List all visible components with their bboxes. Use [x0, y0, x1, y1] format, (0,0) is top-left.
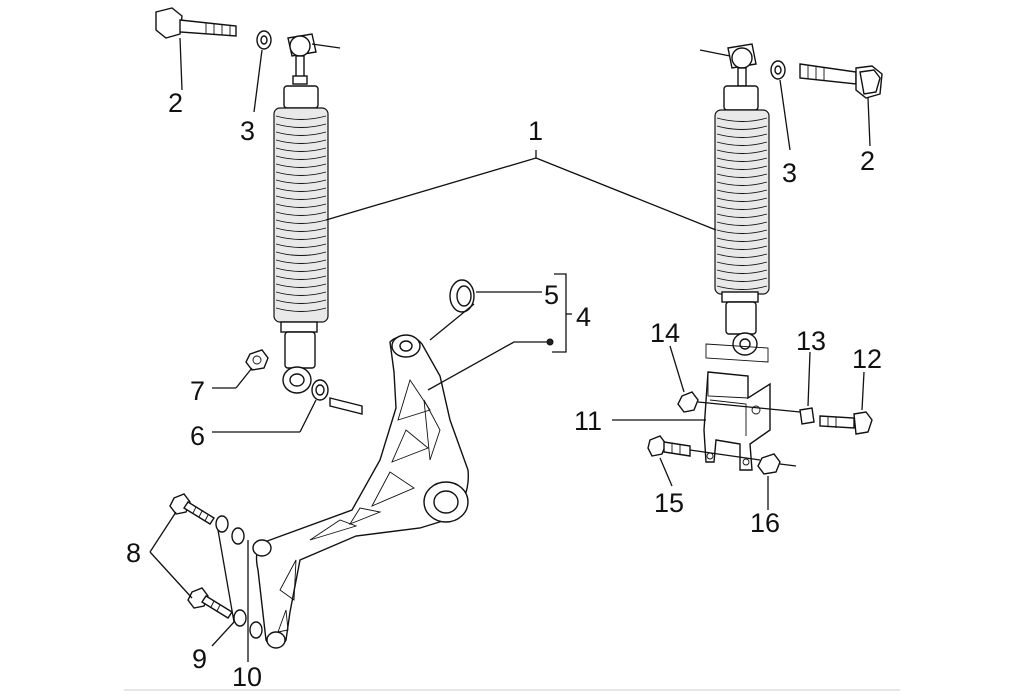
spring-coil — [716, 261, 768, 266]
spring-coil — [716, 237, 768, 242]
callout-10: 10 — [232, 662, 262, 692]
spring-coil — [716, 189, 768, 194]
swing-arm-bracket — [252, 334, 469, 649]
spring-coil — [275, 203, 327, 208]
nut-14 — [677, 391, 699, 413]
spring-coil — [275, 291, 327, 296]
callout-4: 4 — [576, 302, 591, 332]
callout-15: 15 — [654, 488, 684, 518]
spring-coil — [716, 197, 768, 202]
spring-coil — [275, 171, 327, 176]
spring-coil — [716, 221, 768, 226]
spring-coil — [716, 229, 768, 234]
bolt-8-lower — [187, 587, 233, 619]
callout-3-left: 3 — [240, 116, 255, 146]
bolt-8-upper — [169, 493, 215, 525]
callout-13: 13 — [796, 326, 826, 356]
callout-9: 9 — [192, 644, 207, 674]
leader-lines — [149, 37, 871, 662]
spring-coil — [275, 235, 327, 240]
left-shock-absorber — [273, 33, 341, 394]
spring-coil — [716, 165, 768, 170]
callout-16: 16 — [750, 508, 780, 538]
spring-coil — [275, 139, 327, 144]
bolt-12 — [819, 411, 873, 435]
spring-coil — [275, 147, 327, 152]
spring-coil — [275, 283, 327, 288]
spring-coil — [275, 267, 327, 272]
callout-12: 12 — [852, 344, 882, 374]
spring-coil — [275, 259, 327, 264]
spring-coil — [716, 149, 768, 154]
nut-7 — [245, 349, 269, 371]
washer-13 — [799, 407, 815, 425]
spring-coil — [275, 219, 327, 224]
spring-coil — [716, 157, 768, 162]
spring-coil — [716, 117, 768, 122]
spring-coil — [275, 115, 327, 120]
nut-16 — [757, 453, 781, 475]
spring-coil — [716, 125, 768, 130]
spring-coil — [275, 211, 327, 216]
callout-11: 11 — [574, 406, 602, 436]
spring-coil — [275, 299, 327, 304]
callout-5: 5 — [544, 280, 559, 310]
left-top-bolt — [155, 7, 237, 39]
spring-coil — [716, 269, 768, 274]
spring-coil — [716, 245, 768, 250]
washer-6 — [311, 379, 329, 401]
callout-3-right: 3 — [782, 158, 797, 188]
spring-coil — [275, 275, 327, 280]
callout-8: 8 — [126, 538, 141, 568]
washers-9-10 — [215, 515, 263, 639]
spring-coil — [275, 187, 327, 192]
callout-2-right: 2 — [860, 146, 875, 176]
callout-6: 6 — [190, 421, 205, 451]
callout-labels: 1 2 3 2 3 4 5 6 7 8 9 10 11 12 13 14 15 … — [126, 88, 882, 692]
spring-coil — [275, 243, 327, 248]
right-top-bolt — [799, 63, 883, 99]
spring-coil — [275, 123, 327, 128]
spring-coil — [716, 213, 768, 218]
callout-14: 14 — [650, 318, 680, 348]
spring-coil — [275, 227, 327, 232]
callout-7: 7 — [190, 376, 205, 406]
spring-coil — [716, 205, 768, 210]
spring-coil — [275, 163, 327, 168]
spring-coil — [716, 141, 768, 146]
callout-2-left: 2 — [168, 88, 183, 118]
right-shock-absorber — [699, 43, 770, 356]
bolt-15 — [647, 435, 691, 457]
spring-coil — [716, 277, 768, 282]
bearing — [449, 279, 475, 313]
spring-coil — [716, 133, 768, 138]
spring-coil — [716, 285, 768, 290]
spring-coil — [275, 195, 327, 200]
left-top-washer — [256, 30, 272, 50]
spring-coil — [275, 131, 327, 136]
callout-1: 1 — [528, 116, 543, 146]
spring-coil — [275, 179, 327, 184]
shock-bracket — [703, 343, 771, 471]
right-top-washer — [770, 60, 786, 80]
spring-coil — [275, 155, 327, 160]
spring-coil — [275, 251, 327, 256]
spring-coil — [716, 181, 768, 186]
spring-coil — [275, 307, 327, 312]
spring-coil — [716, 253, 768, 258]
spring-coil — [716, 173, 768, 178]
